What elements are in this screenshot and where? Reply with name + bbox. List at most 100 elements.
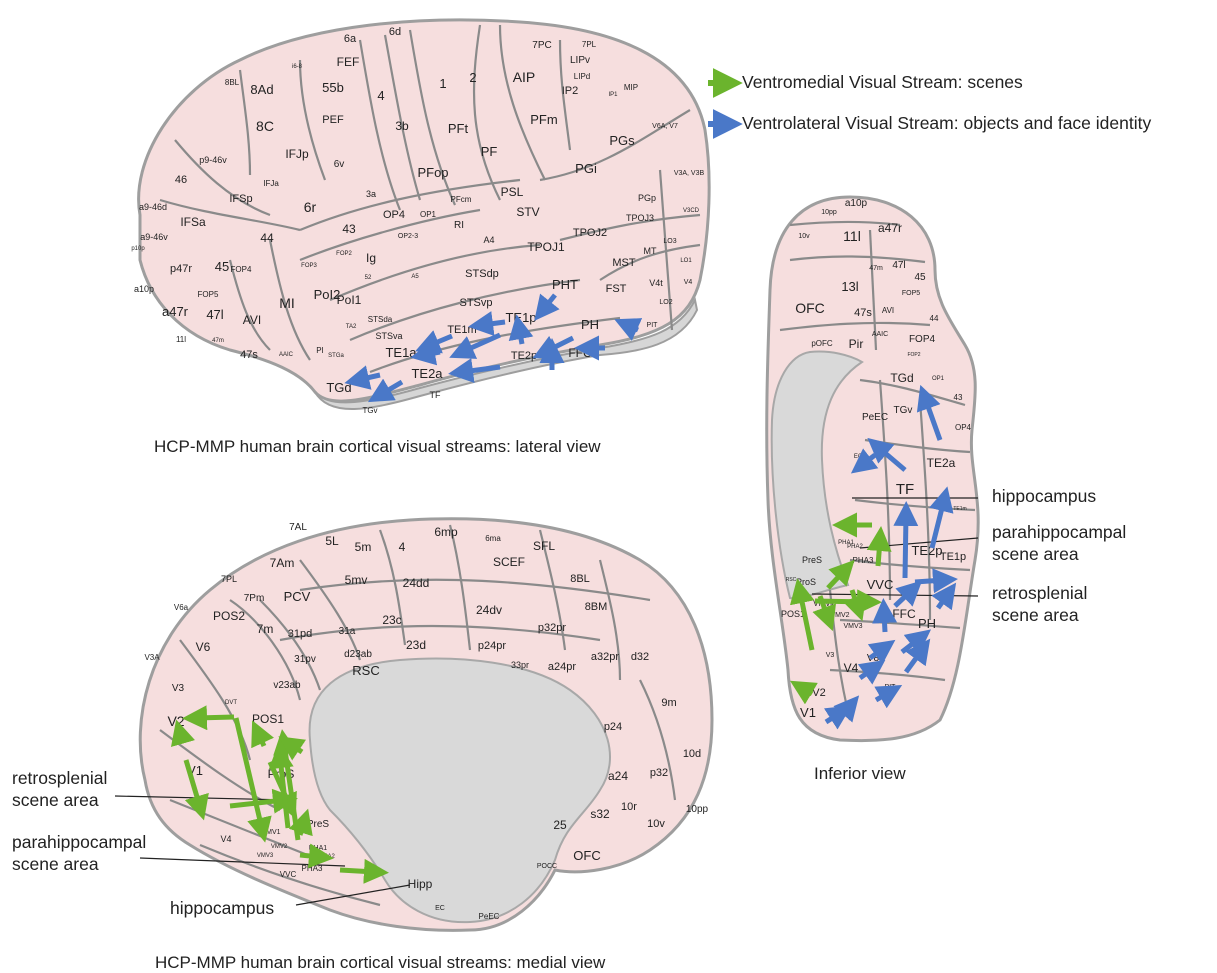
region-label: TGd — [890, 371, 913, 385]
green-arrow — [300, 855, 320, 857]
region-label: FOP5 — [902, 290, 920, 297]
medial-callout-hippocampus: hippocampus — [170, 897, 274, 919]
region-label: Ig — [366, 251, 376, 265]
region-label: 3a — [366, 189, 376, 199]
region-label: 10v — [798, 233, 810, 240]
region-label: STV — [516, 205, 539, 219]
green-arrow — [878, 540, 880, 566]
callout-line-2: scene area — [12, 853, 146, 875]
region-label: pOFC — [811, 339, 833, 348]
region-label: PreS — [802, 555, 822, 565]
region-label: TE1m — [953, 506, 966, 512]
region-label: FOP4 — [909, 334, 936, 345]
region-label: PH — [918, 616, 936, 631]
region-label: LIPv — [570, 55, 590, 66]
region-label: TGd — [326, 380, 351, 395]
region-label: POS1 — [252, 712, 284, 726]
region-label: OP2-3 — [398, 233, 418, 240]
region-label: 47s — [854, 307, 872, 319]
region-label: IFSa — [180, 215, 206, 229]
region-label: TA2 — [346, 324, 357, 330]
region-label: 7Pm — [244, 593, 265, 604]
region-label: 33pr — [511, 660, 529, 670]
callout-line-1: parahippocampal — [12, 831, 146, 853]
region-label: TE2a — [927, 456, 956, 470]
region-label: VMV2 — [830, 612, 849, 619]
region-label: 55b — [322, 80, 344, 95]
region-label: PCV — [284, 589, 311, 604]
region-label: PHA3 — [853, 556, 874, 565]
region-label: 3b — [395, 119, 409, 133]
region-label: V4t — [649, 278, 663, 288]
region-label: TE2p — [511, 350, 537, 362]
region-label: 23d — [406, 638, 426, 652]
blue-arrow — [482, 322, 505, 325]
region-label: PF — [481, 144, 498, 159]
region-label: TE2p — [911, 543, 942, 558]
region-label: d23ab — [344, 649, 372, 660]
region-label: 9m — [661, 697, 676, 709]
region-label: SCEF — [493, 555, 525, 569]
region-label: 7PL — [582, 40, 597, 49]
callout-line-1: retrosplenial — [992, 582, 1087, 604]
region-label: a47r — [878, 221, 902, 235]
region-label: 25 — [553, 818, 567, 832]
region-label: 24dv — [476, 603, 502, 617]
region-label: 5m — [355, 540, 372, 554]
region-label: V3A, V3B — [674, 170, 705, 177]
region-label: STSda — [368, 315, 393, 324]
region-label: Hipp — [408, 877, 433, 891]
region-label: 47m — [869, 265, 883, 272]
region-label: RI — [454, 220, 464, 231]
region-label: 6v — [334, 159, 345, 170]
region-label: LO3 — [663, 238, 676, 245]
region-label: TPOJ1 — [527, 240, 565, 254]
region-label: V3CD — [683, 208, 700, 214]
region-label: 43 — [954, 393, 963, 402]
region-label: 6a — [344, 33, 357, 45]
region-label: TF — [430, 390, 441, 400]
region-label: PFt — [448, 121, 469, 136]
region-label: PSL — [501, 185, 524, 199]
region-label: 8BL — [570, 573, 590, 585]
region-label: 52 — [365, 275, 372, 281]
region-label: a9-46d — [139, 202, 167, 212]
region-label: IFSp — [229, 193, 252, 205]
region-label: a47r — [162, 304, 189, 319]
region-label: PI — [316, 346, 324, 355]
region-label: LO2 — [659, 299, 672, 306]
region-label: STSvp — [459, 297, 492, 309]
region-label: OP1 — [932, 376, 945, 382]
inferior-callout-hippocampus: hippocampus — [992, 485, 1096, 507]
region-label: 6d — [389, 26, 401, 38]
medial-brain: 7AL 5L 5m 4 6mp 6ma SFL 7Am SCEF 7PL 5mv… — [115, 519, 712, 931]
region-label: LIPd — [574, 72, 590, 81]
region-label: PFop — [417, 165, 448, 180]
region-label: TE2a — [411, 366, 443, 381]
region-label: 5L — [325, 534, 339, 548]
region-label: PreS — [307, 819, 330, 830]
green-arrow — [340, 870, 375, 872]
inferior-brain: a10p 10pp 10v a47r 11l 47m 47l 45 13l FO… — [767, 197, 978, 741]
green-arrow — [180, 733, 182, 740]
region-label: 10pp — [821, 209, 837, 216]
region-label: PH — [581, 317, 599, 332]
region-label: 47l — [206, 307, 223, 322]
region-label: v23ab — [273, 680, 301, 691]
region-label: FFC — [892, 607, 916, 621]
region-label: PeEC — [862, 412, 888, 423]
region-label: VMV2 — [271, 844, 288, 850]
region-label: 11l — [176, 335, 186, 344]
region-label: TE1m — [447, 324, 476, 336]
region-label: VMV3 — [257, 853, 274, 859]
region-label: MST — [612, 257, 636, 269]
region-label: V6 — [196, 640, 211, 654]
region-label: TPOJ2 — [573, 227, 607, 239]
blue-arrow — [424, 352, 440, 355]
region-label: 7AL — [289, 522, 307, 533]
region-label: V2 — [167, 713, 184, 729]
region-label: 10d — [683, 748, 701, 760]
region-label: AAIC — [279, 352, 294, 358]
region-label: a24 — [608, 769, 628, 783]
medial-view-caption: HCP-MMP human brain cortical visual stre… — [155, 953, 605, 973]
